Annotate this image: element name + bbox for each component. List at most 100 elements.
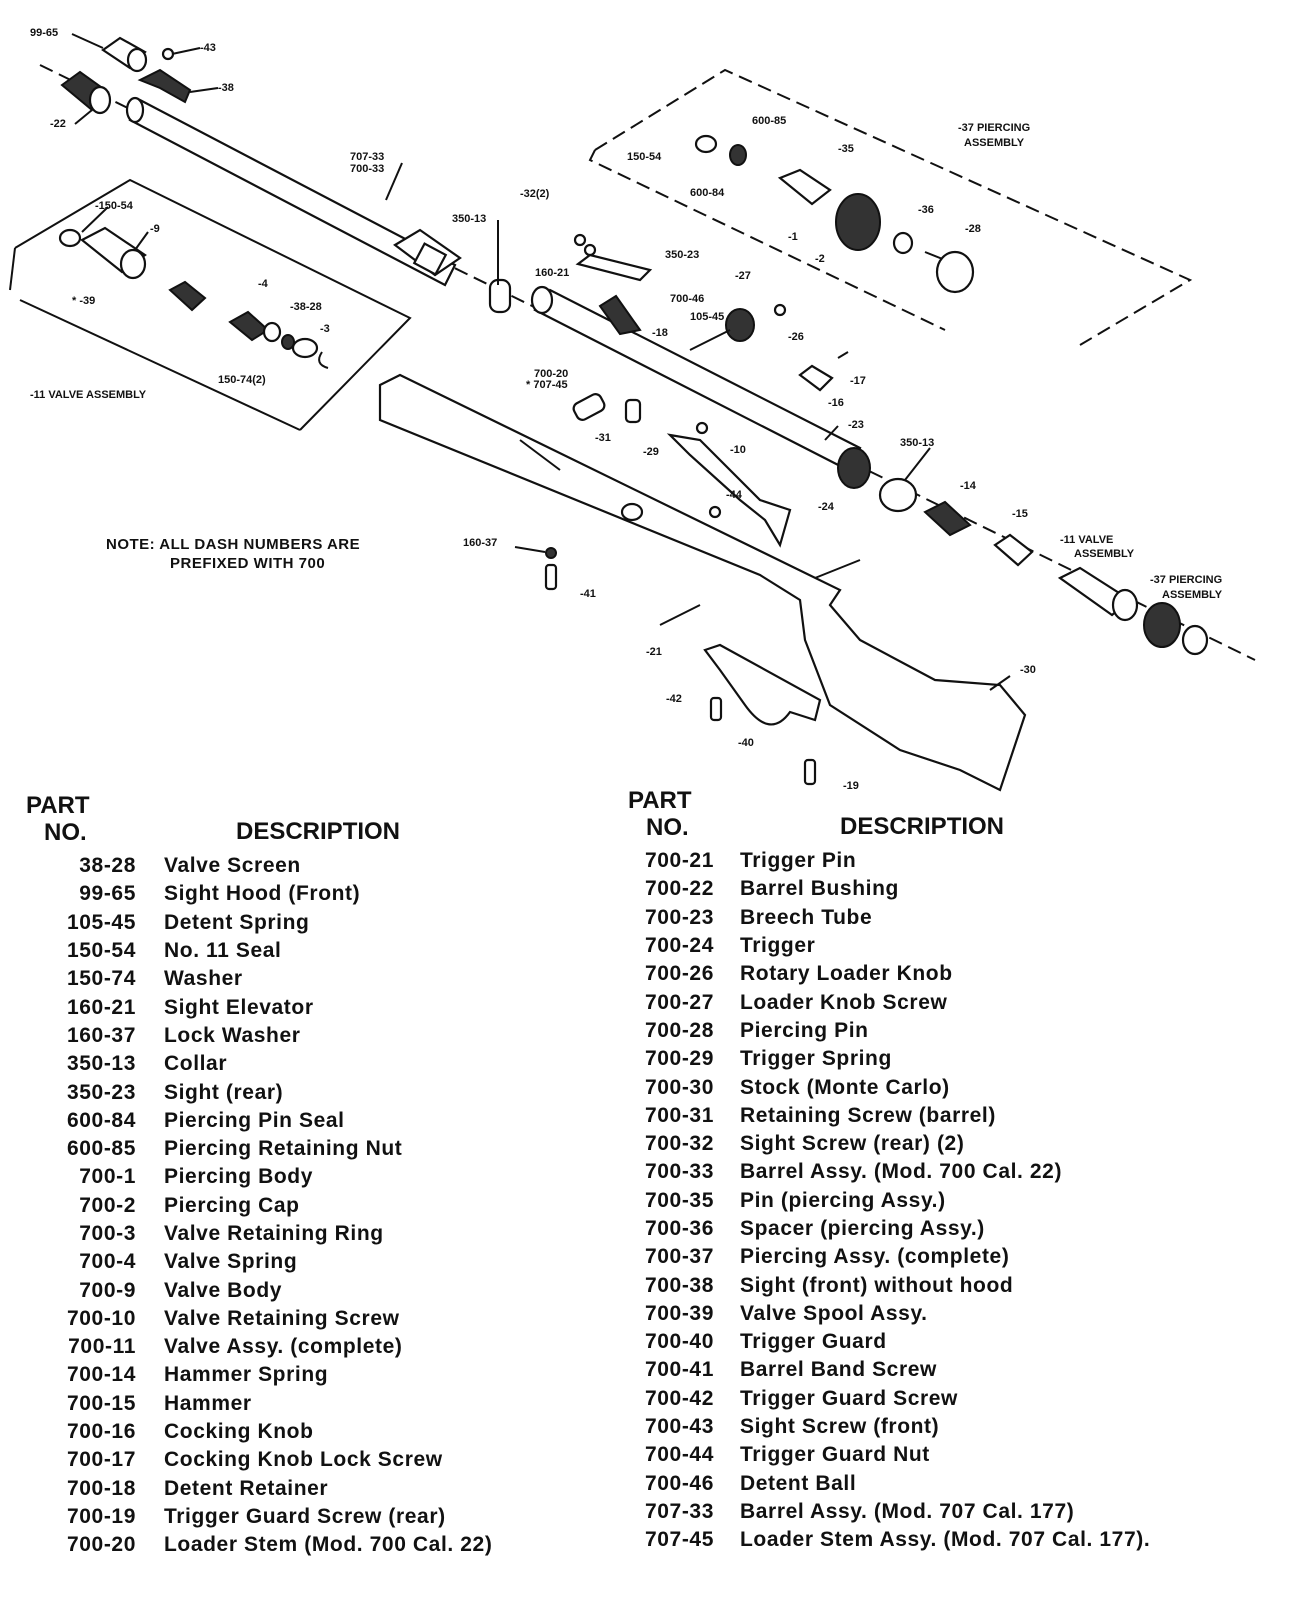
part-number: 160-37 bbox=[67, 1023, 136, 1047]
part-description: Washer bbox=[164, 967, 243, 991]
callout-3: -3 bbox=[320, 323, 330, 335]
part-number: 707-45 bbox=[645, 1528, 714, 1552]
part-description: Barrel Bushing bbox=[740, 877, 899, 901]
part-description: Trigger Guard Screw (rear) bbox=[164, 1504, 446, 1528]
sight-hood bbox=[101, 36, 148, 73]
trigger bbox=[666, 421, 792, 548]
part-description: Stock (Monte Carlo) bbox=[740, 1075, 950, 1099]
callout-31: -31 bbox=[595, 432, 611, 444]
part-number: 700-23 bbox=[645, 905, 714, 929]
part-number: 350-13 bbox=[67, 1052, 136, 1076]
part-description: Collar bbox=[164, 1052, 228, 1076]
callout-350-13-right: 350-13 bbox=[900, 437, 934, 449]
valve-assembly-label-right-1: -11 VALVE bbox=[1060, 534, 1113, 546]
part-number: 700-29 bbox=[645, 1047, 714, 1071]
part-description: Hammer Spring bbox=[164, 1363, 329, 1387]
part-number: 700-4 bbox=[79, 1250, 136, 1274]
table-row: 700-30 Stock (Monte Carlo) bbox=[628, 1073, 1288, 1101]
part-number: 105-45 bbox=[67, 910, 136, 934]
part-description: Trigger Spring bbox=[740, 1047, 892, 1071]
table-row: 700-29 Trigger Spring bbox=[628, 1045, 1288, 1073]
callout-350-13-top: 350-13 bbox=[452, 213, 486, 225]
part-number: 700-44 bbox=[645, 1443, 714, 1467]
callout-700-20: 700-20 bbox=[534, 368, 568, 380]
part-description: Sight Screw (front) bbox=[740, 1415, 940, 1439]
part-number: 38-28 bbox=[79, 854, 136, 878]
part-number: 700-17 bbox=[67, 1448, 136, 1472]
callout-105-45: 105-45 bbox=[690, 311, 724, 323]
callout-700-46: 700-46 bbox=[670, 293, 704, 305]
part-number: 700-32 bbox=[645, 1132, 714, 1156]
callout-2: -2 bbox=[815, 253, 825, 265]
part-description: Rotary Loader Knob bbox=[740, 962, 953, 986]
table-row: 700-14 Hammer Spring bbox=[26, 1361, 596, 1389]
callout-38: -38 bbox=[218, 82, 234, 94]
part-description: Piercing Cap bbox=[164, 1193, 300, 1217]
callout-41: -41 bbox=[580, 588, 596, 600]
part-number: 700-26 bbox=[645, 962, 714, 986]
callout-1: -1 bbox=[788, 231, 798, 243]
callout-36: -36 bbox=[918, 204, 934, 216]
hammer-group bbox=[878, 477, 1209, 656]
part-number: 700-9 bbox=[79, 1278, 136, 1302]
piercing-assembly-label-right-1: -37 PIERCING bbox=[1150, 574, 1222, 586]
parts-table-left-header: PART NO. DESCRIPTION bbox=[26, 792, 596, 852]
part-description: Sight Hood (Front) bbox=[164, 882, 361, 906]
part-description: Loader Stem Assy. (Mod. 707 Cal. 177). bbox=[740, 1528, 1151, 1552]
table-row: 350-13 Collar bbox=[26, 1050, 596, 1078]
part-number: 700-15 bbox=[67, 1391, 136, 1415]
part-number: 99-65 bbox=[79, 882, 136, 906]
callout-150-74: 150-74(2) bbox=[218, 374, 266, 386]
part-number: 700-31 bbox=[645, 1103, 714, 1127]
part-no-header: PART NO. bbox=[628, 787, 692, 841]
part-description: Piercing Assy. (complete) bbox=[740, 1245, 1010, 1269]
part-description: Loader Knob Screw bbox=[740, 990, 948, 1014]
part-number: 700-20 bbox=[67, 1533, 136, 1557]
part-description: Trigger Pin bbox=[740, 849, 857, 873]
part-number: 700-16 bbox=[67, 1420, 136, 1444]
callout-44: -44 bbox=[726, 489, 743, 501]
callout-32: -32(2) bbox=[520, 188, 550, 200]
part-number: 700-35 bbox=[645, 1188, 714, 1212]
part-number: 700-10 bbox=[67, 1306, 136, 1330]
table-row: 99-65 Sight Hood (Front) bbox=[26, 880, 596, 908]
exploded-parts-diagram: 99-65 -43 -38 -22 707-33 700-33 -150-54 … bbox=[9, 27, 1256, 792]
callout-28: -28 bbox=[965, 223, 981, 235]
callout-23: -23 bbox=[848, 419, 864, 431]
part-description: Valve Spring bbox=[164, 1250, 298, 1274]
part-description: Valve Body bbox=[164, 1278, 283, 1302]
callout-24: -24 bbox=[818, 501, 835, 513]
no-header: NO. bbox=[646, 814, 689, 841]
part-number: 150-74 bbox=[67, 967, 136, 991]
part-number: 700-30 bbox=[645, 1075, 714, 1099]
callout-9: -9 bbox=[150, 223, 160, 235]
part-number: 700-14 bbox=[67, 1363, 136, 1387]
part-description: Trigger Guard bbox=[740, 1330, 887, 1354]
breech-tube bbox=[488, 278, 871, 489]
valve-assembly-label-right-2: ASSEMBLY bbox=[1074, 548, 1135, 560]
part-number: 700-2 bbox=[79, 1193, 136, 1217]
callout-40: -40 bbox=[738, 737, 754, 749]
part-description: Detent Ball bbox=[740, 1471, 857, 1495]
part-description: Trigger Guard Nut bbox=[740, 1443, 930, 1467]
